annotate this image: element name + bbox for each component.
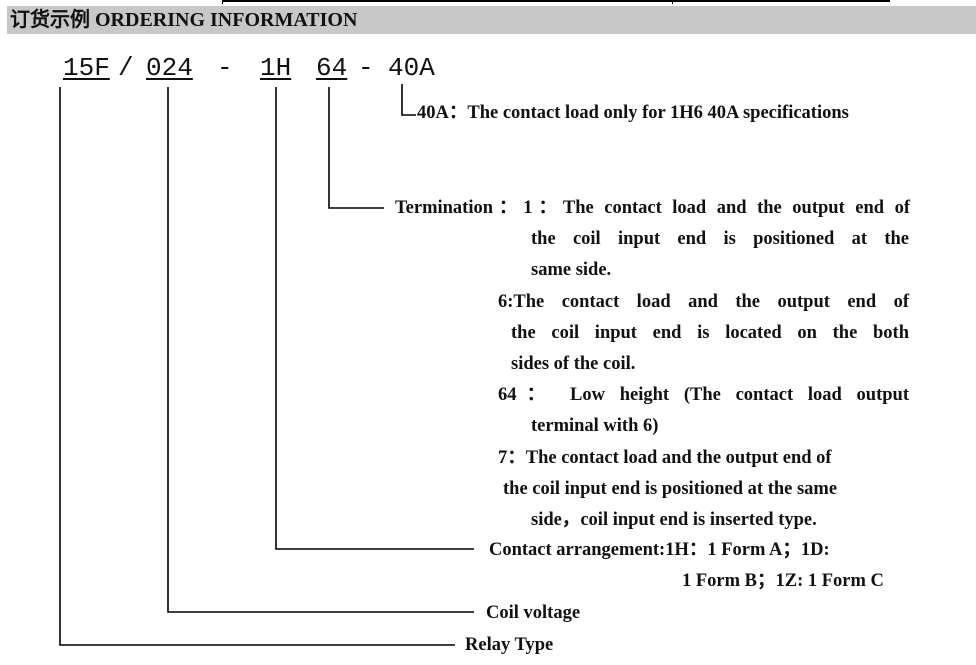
code-termination: 64 [316, 53, 348, 83]
top-border [222, 0, 890, 2]
desc-option7-line1: 7：The contact load and the output end of [498, 448, 832, 468]
desc-coil-voltage: Coil voltage [486, 603, 581, 623]
code-separator-slash: / [118, 53, 134, 83]
code-relay-type: 15F [63, 53, 110, 83]
leader-contact-arrangement [275, 87, 474, 550]
code-contact-load: 40A [388, 53, 435, 83]
leader-contact-load [401, 84, 416, 116]
desc-contact-arrangement-line1: Contact arrangement:1H：1 Form A；1D: [489, 540, 830, 560]
desc-termination-line3: same side. [531, 260, 612, 280]
desc-option6-line3: sides of the coil. [511, 354, 636, 374]
desc-contact-load: 40A：The contact load only for 1H6 40A sp… [417, 103, 849, 123]
desc-termination-line1: Termination：1：The contact load and the o… [395, 198, 910, 218]
leader-termination [328, 87, 384, 209]
desc-option7-line3: side，coil input end is inserted type. [531, 510, 817, 530]
desc-option64-line1: 64： Low height (The contact load output [498, 385, 909, 405]
desc-termination-line2: the coil input end is positioned at the [531, 229, 909, 249]
desc-option7-line2: the coil input end is positioned at the … [503, 479, 838, 499]
desc-option6-line1: 6:The contact load and the output end of [498, 292, 909, 312]
leader-relay-type [59, 87, 455, 646]
desc-option6-line2: the coil input end is located on the bot… [511, 323, 909, 343]
top-tick-left [222, 0, 223, 4]
desc-option64-line2: terminal with 6) [531, 416, 659, 436]
desc-relay-type: Relay Type [465, 635, 554, 655]
code-separator-dash-2: - [358, 53, 374, 83]
code-contact-arrangement: 1H [260, 53, 292, 83]
desc-contact-arrangement-line2: 1 Form B；1Z: 1 Form C [682, 571, 884, 591]
code-coil-voltage: 024 [146, 53, 193, 83]
code-separator-dash-1: - [217, 53, 233, 83]
section-header-bar [7, 6, 976, 34]
top-tick-right [672, 0, 673, 4]
leader-coil-voltage [167, 87, 474, 613]
section-title: 订货示例 ORDERING INFORMATION [10, 9, 358, 31]
